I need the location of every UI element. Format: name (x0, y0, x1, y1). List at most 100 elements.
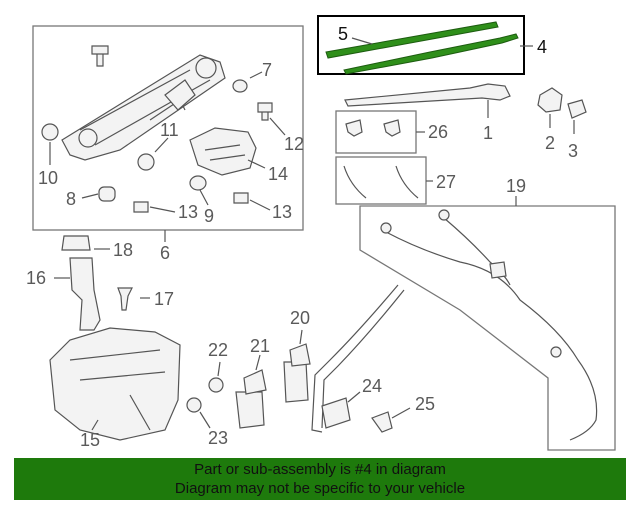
leader-12 (269, 117, 286, 136)
leader-21 (255, 354, 261, 371)
disclaimer-banner: Part or sub-assembly is #4 in diagram Di… (14, 458, 626, 500)
linkage-pivot-left (78, 128, 98, 148)
leader-23 (199, 411, 211, 429)
wiper-motor-14 (189, 127, 257, 176)
bolt-top (91, 45, 109, 67)
filler-neck-16 (69, 257, 101, 331)
wiper-blade-4 (343, 33, 519, 75)
wiper-blade-frame (317, 15, 525, 75)
grommet-11 (137, 153, 155, 171)
bolt-13-left (133, 201, 149, 213)
bushing-8 (98, 186, 116, 202)
grommet-9 (189, 175, 207, 191)
pivot-cap-2 (537, 87, 563, 113)
callout-19: 19 (506, 176, 526, 196)
leader-22 (217, 361, 221, 377)
callout-21: 21 (250, 336, 270, 356)
callout-7: 7 (262, 60, 272, 80)
banner-line-2: Diagram may not be specific to your vehi… (174, 480, 466, 497)
leader-25 (391, 407, 411, 419)
banner-line-1: Part or sub-assembly is #4 in diagram (194, 461, 446, 478)
callout-27: 27 (436, 172, 456, 192)
callout-9: 9 (204, 206, 214, 226)
callout-6: 6 (160, 243, 170, 263)
callout-12: 12 (284, 134, 304, 154)
callout-13-left: 13 (178, 202, 198, 222)
nozzle-right (383, 119, 401, 137)
clip-3 (567, 99, 587, 119)
linkage-assembly-frame (32, 25, 304, 231)
washer-reservoir-15 (49, 327, 181, 441)
callout-24: 24 (362, 376, 382, 396)
hose-joint (489, 261, 507, 279)
hose-frame (335, 156, 427, 205)
leader-14 (247, 159, 266, 169)
callout-16: 16 (26, 268, 46, 288)
reservoir-cap-18 (61, 235, 91, 251)
hose-connector-1 (380, 222, 392, 234)
nozzle-group (335, 110, 425, 154)
washer-hose-main (385, 231, 598, 441)
callout-18: 18 (113, 240, 133, 260)
clip-17 (117, 287, 133, 311)
washer-hose-branch (443, 217, 511, 286)
leader-5 (351, 37, 373, 45)
callout-11: 11 (160, 120, 179, 140)
washer-hose-assembly-group (359, 196, 616, 451)
callout-labels: 7 12 10 11 14 9 8 13 13 6 5 4 1 2 3 26 2… (26, 24, 578, 450)
hose-right (395, 165, 419, 199)
bolt-13-right (233, 192, 249, 204)
hose-left (343, 165, 367, 199)
washer-tube (311, 284, 399, 433)
hose-group (335, 156, 433, 205)
callout-22: 22 (208, 340, 228, 360)
wiper-blade-rubber-5 (325, 21, 499, 59)
washer-hose-frame (359, 205, 616, 451)
nut-10 (41, 123, 59, 141)
leader-7 (249, 71, 263, 79)
hose-connector-2 (438, 209, 450, 221)
leader-20 (299, 329, 303, 345)
leader-13a (149, 206, 176, 213)
hose-connector-3 (550, 346, 562, 358)
callout-17: 17 (154, 289, 174, 309)
bracket-24 (321, 397, 351, 429)
callout-26: 26 (428, 122, 448, 142)
leader-11 (154, 137, 169, 153)
bolt-12 (257, 102, 273, 121)
washer-reservoir-group (49, 235, 181, 441)
leader-8 (81, 193, 99, 199)
leader-15 (91, 419, 99, 431)
callout-5: 5 (338, 24, 348, 44)
callout-25: 25 (415, 394, 435, 414)
callout-10: 10 (38, 168, 58, 188)
pump-20-top (289, 343, 311, 367)
linkage-bracket (164, 79, 196, 111)
pump-21-top (243, 369, 267, 395)
callout-1: 1 (483, 123, 493, 143)
grommet-7 (232, 79, 248, 93)
nozzle-left (345, 119, 363, 137)
callout-13-right: 13 (272, 202, 292, 222)
callout-15: 15 (80, 430, 100, 450)
callout-2: 2 (545, 133, 555, 153)
callout-23: 23 (208, 428, 228, 448)
callout-8: 8 (66, 189, 76, 209)
wiper-blade-group (317, 15, 533, 75)
grommet-23 (186, 397, 202, 413)
washer-pump-21 (235, 391, 265, 429)
leader-13b (249, 199, 271, 211)
washer-pump-group (186, 284, 411, 433)
washer-pump-20 (283, 361, 309, 403)
grommet-22 (208, 377, 224, 393)
linkage-assembly-group (32, 25, 304, 242)
callout-20: 20 (290, 308, 310, 328)
washer-reservoir-detail (69, 349, 166, 431)
callout-14: 14 (268, 164, 288, 184)
wiper-motor-detail (204, 144, 246, 161)
leader-24 (347, 391, 361, 403)
callout-3: 3 (568, 141, 578, 161)
wiper-arm-1 (344, 83, 511, 107)
wiper-arm-group (344, 83, 587, 134)
